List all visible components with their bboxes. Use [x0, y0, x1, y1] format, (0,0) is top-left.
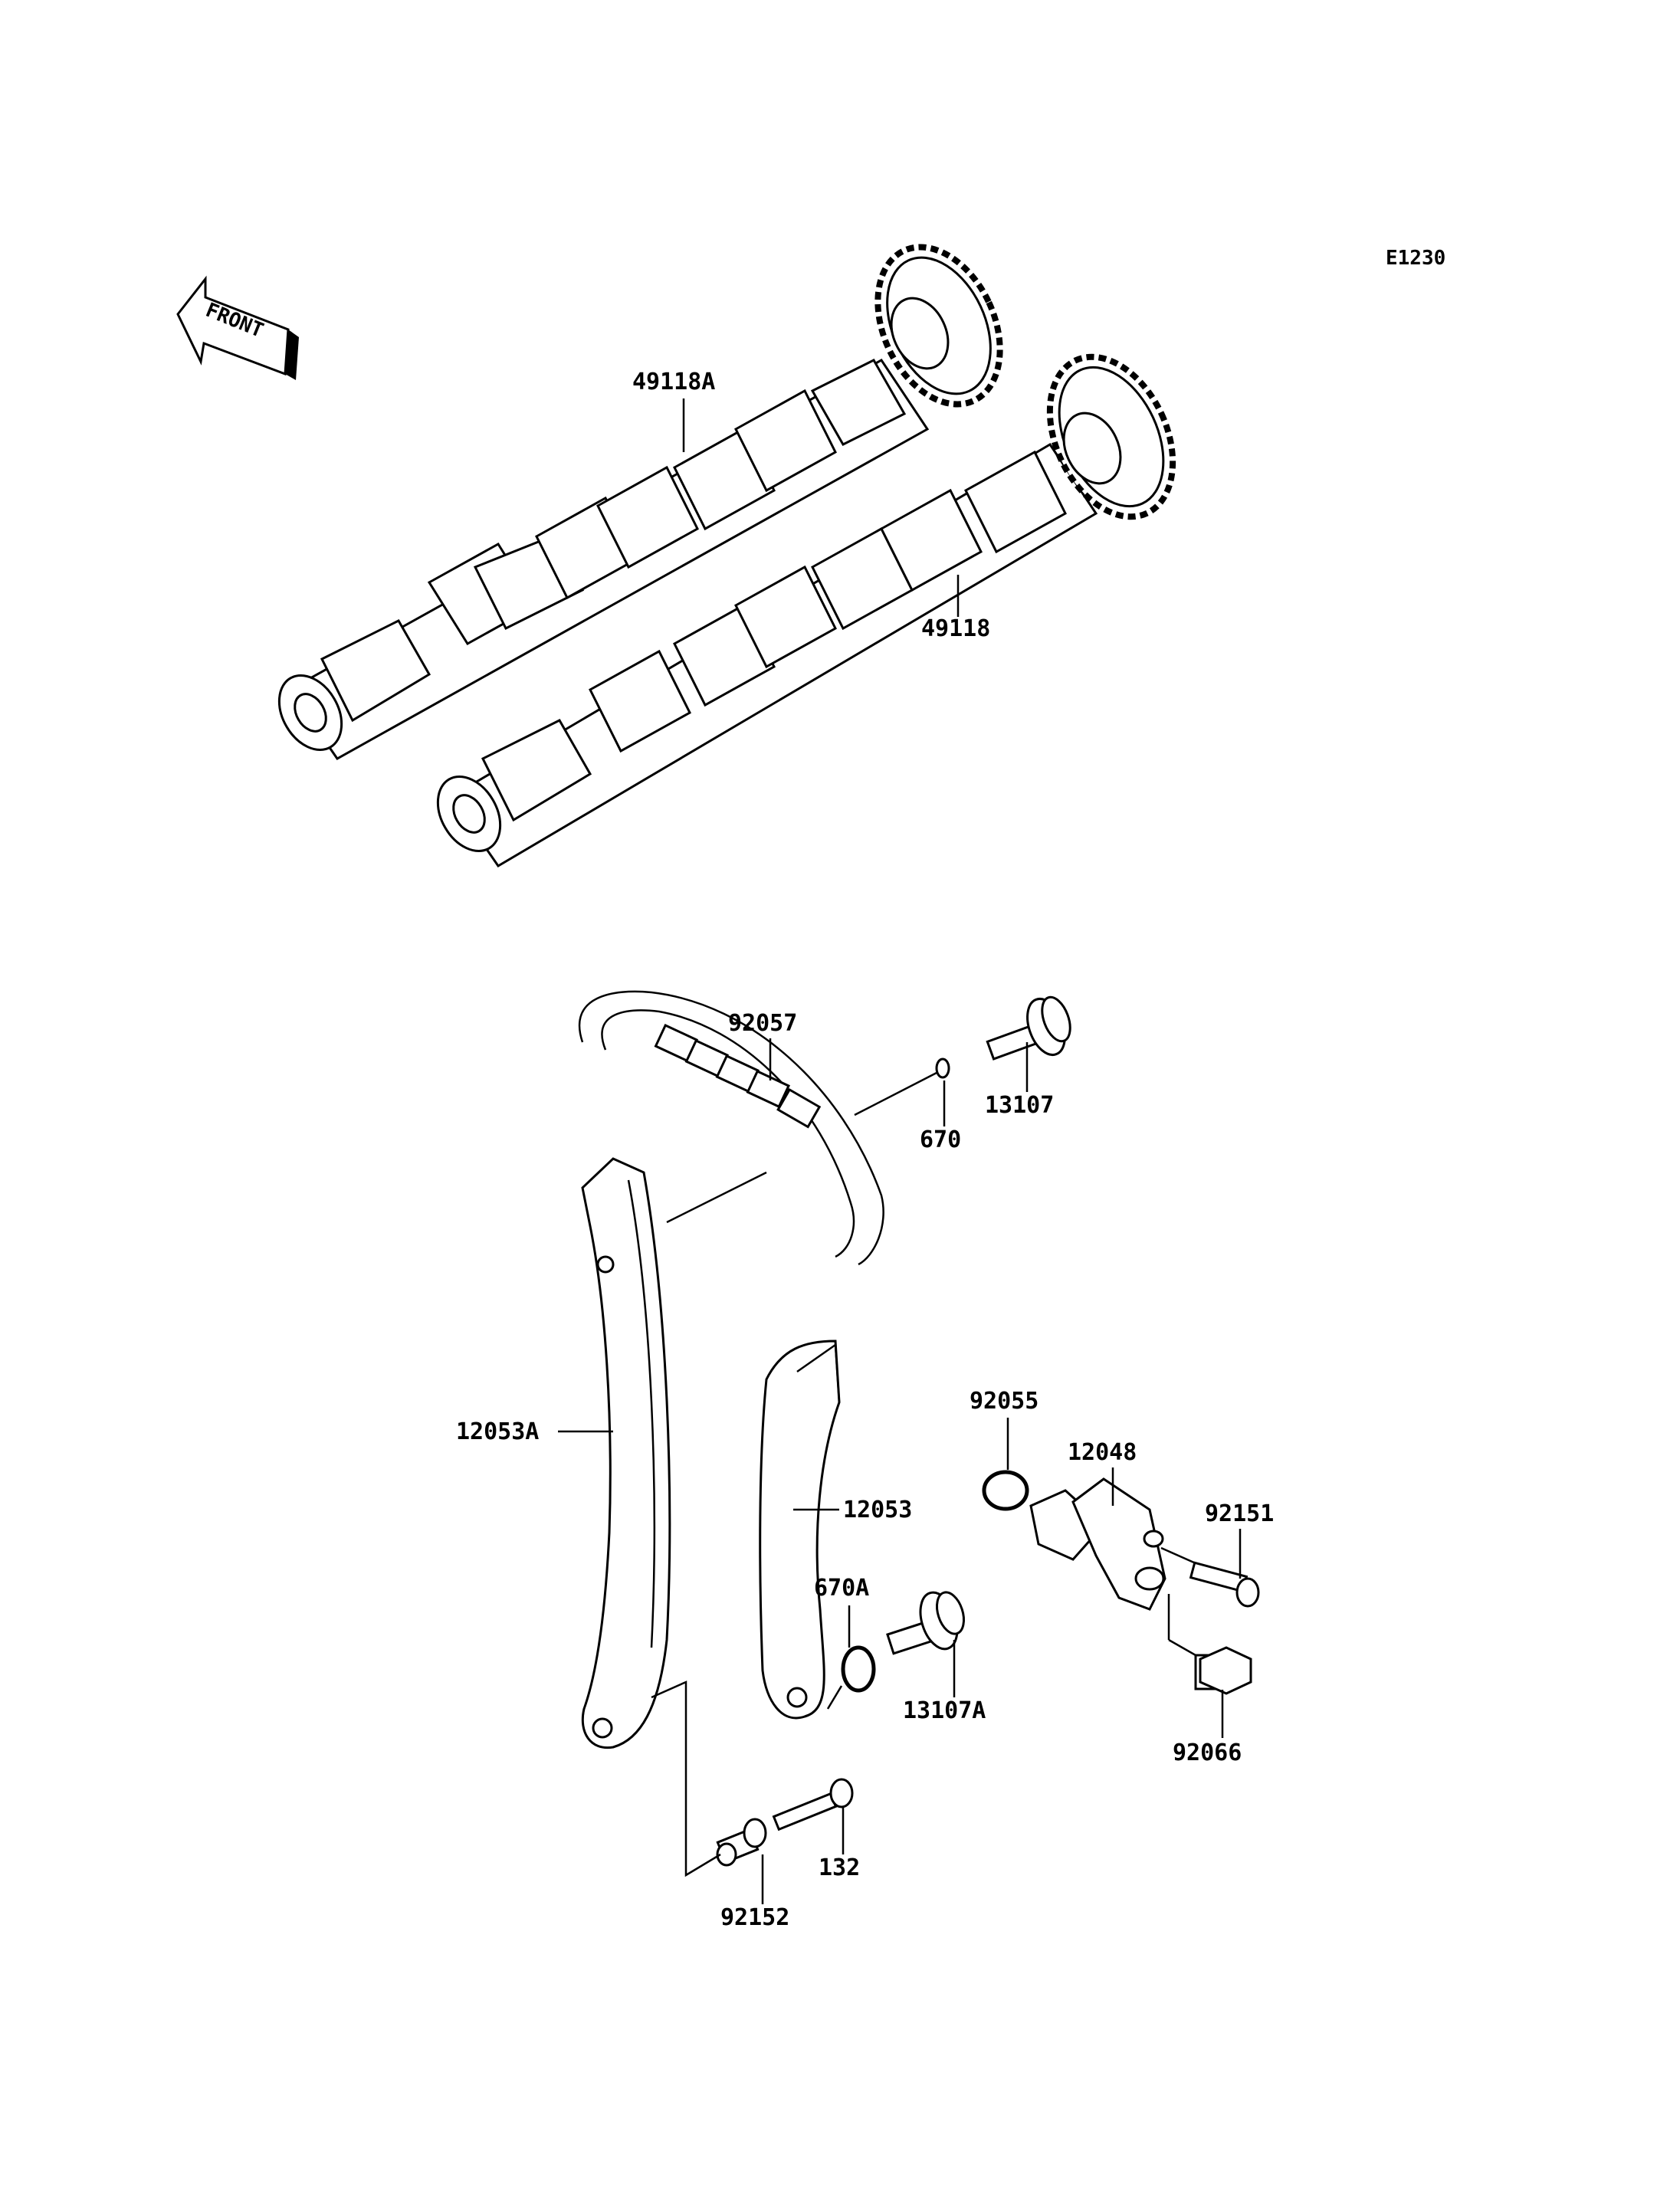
bolt-132	[772, 1778, 854, 1831]
label-12053A: 12053A	[456, 1418, 539, 1445]
front-arrow-icon: FRONT	[176, 275, 299, 380]
bolt-92066	[1194, 1646, 1252, 1695]
label-132: 132	[819, 1854, 860, 1881]
label-670A: 670A	[814, 1575, 869, 1602]
label-670: 670	[920, 1126, 961, 1153]
label-92055: 92055	[970, 1388, 1039, 1415]
o-ring-92055	[982, 1470, 1029, 1511]
label-12048: 12048	[1068, 1439, 1137, 1466]
label-13107: 13107	[985, 1092, 1054, 1119]
label-49118A: 49118A	[632, 369, 715, 395]
label-92057: 92057	[728, 1010, 797, 1037]
o-ring-670	[935, 1058, 950, 1079]
label-92151: 92151	[1205, 1500, 1274, 1527]
collar-92152	[716, 1818, 767, 1867]
chain-guide-12053	[759, 1340, 841, 1720]
label-49118: 49118	[921, 615, 990, 642]
diagram-code: E1230	[1386, 247, 1445, 270]
bolt-92151	[1189, 1561, 1260, 1608]
guide-bolt-upper	[986, 995, 1071, 1061]
camshaft-intake	[277, 244, 1003, 760]
cam-sprocket-exhaust	[1046, 353, 1176, 520]
o-ring-670A	[841, 1645, 876, 1693]
label-13107A: 13107A	[903, 1697, 986, 1724]
chain-guide-12053A	[581, 1157, 671, 1749]
label-92066: 92066	[1173, 1740, 1242, 1766]
cam-sprocket-intake	[874, 244, 1003, 408]
cam-chain-tensioner	[1029, 1477, 1166, 1611]
cam-chain	[578, 990, 884, 1266]
label-92152: 92152	[720, 1904, 789, 1931]
label-12053: 12053	[843, 1497, 912, 1523]
camshaft-exhaust	[436, 353, 1176, 868]
guide-bolt-lower	[886, 1591, 966, 1655]
